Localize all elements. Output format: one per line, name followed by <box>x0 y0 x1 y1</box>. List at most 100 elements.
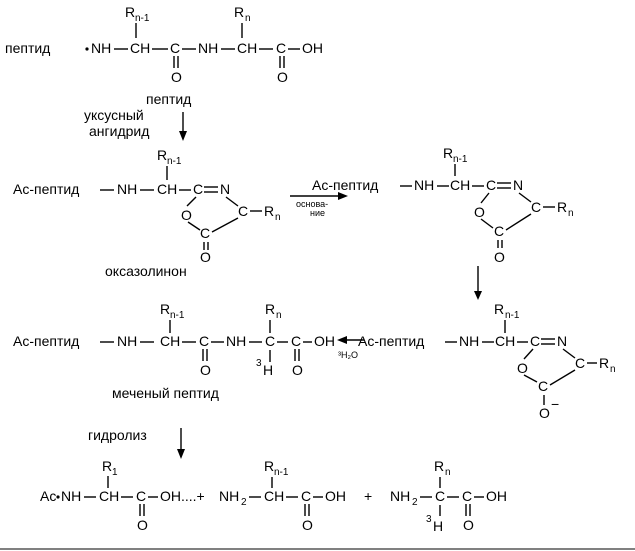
side-chain-r: R <box>157 147 167 163</box>
tritium-mass-number: 3 <box>256 358 262 369</box>
arrow-head-icon <box>177 449 185 459</box>
ring-carbon-c5: C <box>538 378 548 394</box>
oxazolone-enolate-structure: Ac-пептид NH R n-1 CH C N O C R n C O − <box>358 301 616 421</box>
alpha-carbon: C <box>265 333 275 349</box>
side-chain-subscript: n <box>610 364 616 375</box>
nh-group: NH <box>459 333 479 349</box>
carboxyl-carbon: C <box>462 488 472 504</box>
carboxyl-oxygen: O <box>463 517 474 533</box>
ch-group: CH <box>264 488 284 504</box>
side-chain-r: R <box>264 458 274 474</box>
product-acetyl-amino-acid: Ac NH R 1 CH C O OH ....+ <box>40 458 205 533</box>
acetyl-peptide-label: Ac-пептид <box>312 177 378 193</box>
side-chain-r: R <box>102 458 112 474</box>
hydroxyl-group: OH <box>486 488 507 504</box>
exocyclic-oxygen: O <box>200 249 211 265</box>
side-chain-r: R <box>160 301 170 317</box>
ring-nitrogen: N <box>220 181 230 197</box>
side-chain-r: R <box>434 458 444 474</box>
nh-group: NH <box>61 488 81 504</box>
ring-carbon-c5: C <box>200 225 210 241</box>
ring-bond <box>480 192 490 204</box>
ring-oxygen: O <box>517 360 528 376</box>
amino-subscript: 2 <box>241 497 247 508</box>
arrow-head-icon <box>337 336 347 344</box>
ring-carbon-c2: C <box>530 333 540 349</box>
side-chain-subscript: 1 <box>112 467 118 478</box>
carboxyl-carbon: C <box>291 333 301 349</box>
ring-bond <box>518 192 532 203</box>
plus-sign: + <box>364 488 372 504</box>
oxazolinone-structure-base: Ac-пептид NH R n-1 CH C N O C R n C O <box>312 145 574 265</box>
nh-group: NH <box>414 177 434 193</box>
ring-bond <box>480 218 494 229</box>
side-chain-subscript: n-1 <box>170 310 185 321</box>
tritiated-water-label: ³H₂O <box>338 350 358 360</box>
side-chain-r: R <box>125 4 135 20</box>
acetyl-peptide-label: Ac-пептид <box>13 181 79 197</box>
ch-group: CH <box>237 40 257 56</box>
ch-group: CH <box>130 40 150 56</box>
product-labeled-amino-acid: NH 2 R n C 3 H C O OH <box>390 458 507 534</box>
enolate-oxygen: O <box>539 405 550 421</box>
side-chain-subscript: n-1 <box>167 156 182 167</box>
ring-bond <box>505 213 532 231</box>
ring-bond <box>225 196 239 207</box>
side-chain-subscript: n-1 <box>505 310 520 321</box>
side-chain-subscript: n-1 <box>274 467 289 478</box>
side-chain-r: R <box>443 145 453 161</box>
ring-oxygen: O <box>181 207 192 223</box>
arrow-head-icon <box>179 131 187 141</box>
ring-nitrogen: N <box>557 333 567 349</box>
carbonyl-oxygen: O <box>171 69 182 85</box>
tritium-atom: H <box>433 518 443 534</box>
side-chain-r: R <box>557 199 567 215</box>
ring-carbon-c5: C <box>494 223 504 239</box>
ring-bond <box>523 374 538 383</box>
carboxyl-oxygen: O <box>137 517 148 533</box>
hydroxyl-group: OH <box>325 488 346 504</box>
negative-charge: − <box>551 396 559 412</box>
arrow-head-icon <box>338 192 348 200</box>
side-chain-subscript: n <box>445 467 451 478</box>
ring-bond <box>186 196 197 207</box>
carboxyl-oxygen: O <box>302 517 313 533</box>
acetyl-group: Ac <box>40 488 56 504</box>
oxazolinone-structure: Ac-пептид NH R n-1 CH C N O C R n C O ок… <box>13 147 281 279</box>
acetylation-step: пептид уксусный ангидрид <box>84 91 191 141</box>
tautomerization-step <box>474 266 482 300</box>
ring-bond <box>549 369 576 386</box>
exocyclic-oxygen: O <box>494 249 505 265</box>
product-amino-acid-n-1: NH 2 R n-1 CH C O OH <box>219 458 346 533</box>
side-chain-subscript: n <box>276 310 282 321</box>
nh-group: NH <box>117 333 137 349</box>
hydroxyl-group: OH <box>302 40 323 56</box>
side-chain-subscript: n <box>275 212 281 223</box>
side-chain-r: R <box>234 4 244 20</box>
ch-group: CH <box>99 488 119 504</box>
ring-bond <box>187 221 201 231</box>
arrow-head-icon <box>474 291 482 300</box>
amino-group: NH <box>390 488 410 504</box>
alpha-carbon: C <box>435 488 445 504</box>
ch-group: CH <box>160 333 180 349</box>
reagent-label: уксусный <box>84 107 144 123</box>
side-chain-subscript: n-1 <box>453 154 468 165</box>
carbonyl-carbon: C <box>199 333 209 349</box>
base-step: основа- ние <box>290 192 348 218</box>
ring-bond <box>523 348 534 360</box>
peptide-label: пептид <box>5 40 50 56</box>
carbonyl-oxygen: O <box>200 362 211 378</box>
ring-bond <box>562 348 576 359</box>
hydroxyl-group: OH <box>314 333 335 349</box>
ring-carbon-c2: C <box>193 181 203 197</box>
side-chain-r: R <box>265 301 275 317</box>
nh-group: NH <box>198 40 218 56</box>
side-chain-r: R <box>264 203 274 219</box>
carboxyl-oxygen: O <box>277 69 288 85</box>
tritium-atom: H <box>263 362 273 378</box>
carboxyl-carbon: C <box>276 40 286 56</box>
hydrolysis-label: гидролиз <box>88 427 147 443</box>
amino-subscript: 2 <box>412 497 418 508</box>
